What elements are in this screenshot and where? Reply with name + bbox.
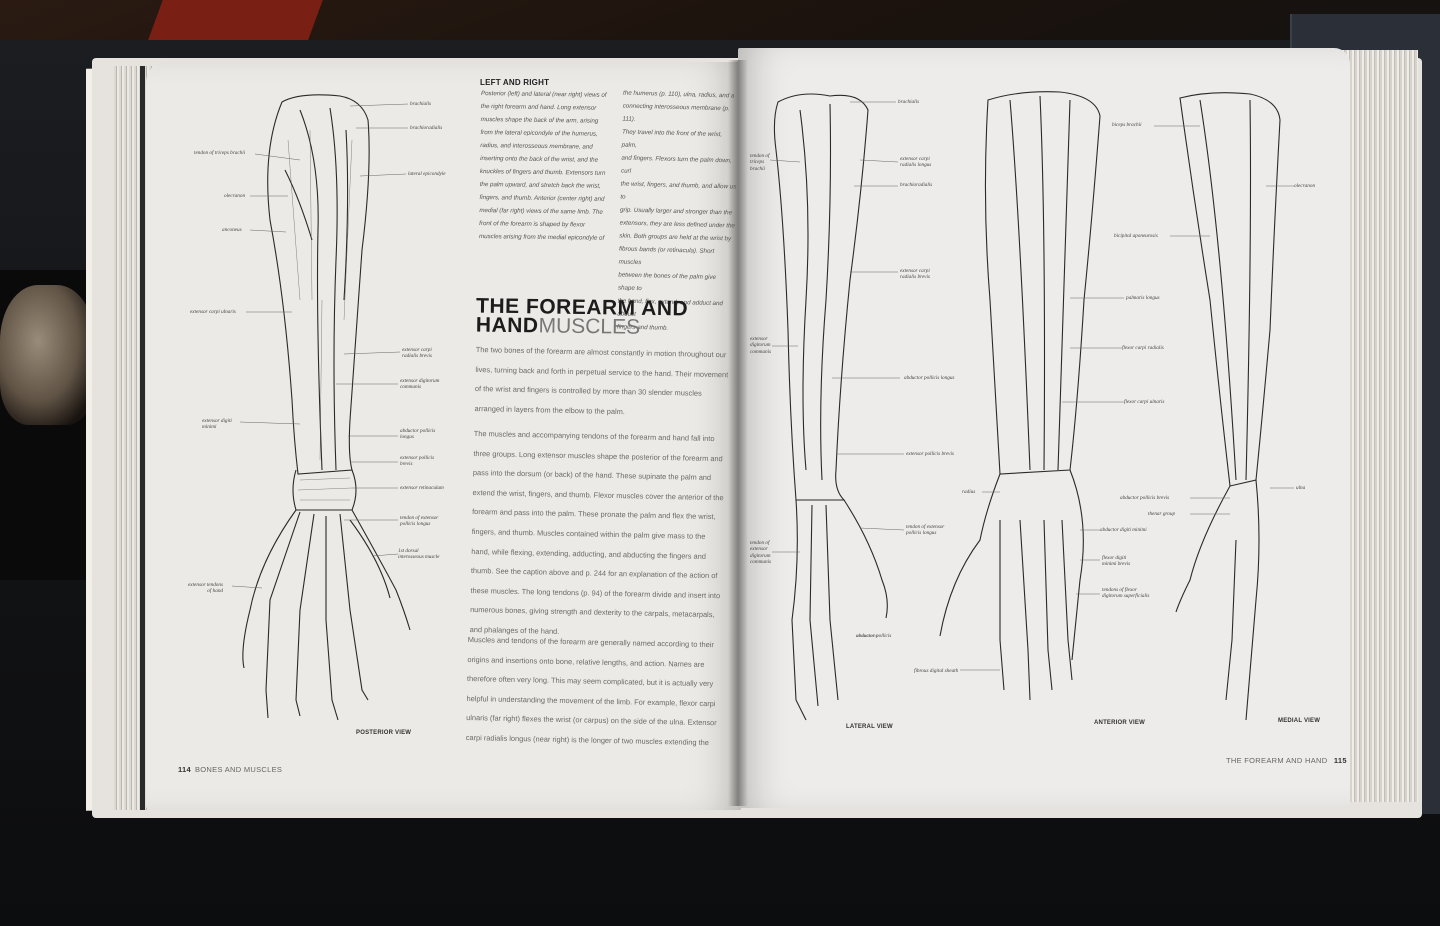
label-r-ext-carpi-rad-longus: extensor carpi radialis longus [900,156,932,169]
label-r-ext-pollicis-brevis: extensor pollicis brevis [906,451,954,457]
label-r-flexor-carpi-ulnaris: flexor carpi ulnaris [1124,399,1165,405]
label-r-flexor-digiti-minimi: flexor digiti minimi brevis [1102,555,1131,568]
left-folio: 114 BONES AND MUSCLES [178,765,282,774]
label-r-biceps: biceps brachii [1112,122,1142,128]
label-r-tendon-triceps: tendon of triceps brachii [750,153,770,172]
label-tendon-triceps: tendon of triceps brachii [194,150,246,156]
left-page-number: 114 [178,765,191,774]
body-paragraph-3: Muscles and tendons of the forearm are g… [465,634,717,748]
left-page [146,62,741,810]
label-r-olecranon: olecranon [1294,183,1316,189]
label-r-bicipital-aponeurosis: bicipital aponeurosis [1114,233,1158,239]
label-r-abd-pollicis-brevis: abductor pollicis brevis [1120,495,1170,501]
label-r-thenar: thenar group [1148,511,1176,517]
label-tendon-ext-pollicis-longus: tendon of extensor pollicis longus [400,515,439,528]
label-r-tendon-ext-pollicis-longus: tendon of extensor pollicis longus [906,524,945,537]
title-thin-muscles: MUSCLES [538,314,641,339]
label-ext-carpi-radialis-brevis: extensor carpi radialis brevis [402,347,432,360]
right-folio: THE FOREARM AND HAND 115 [1226,756,1351,765]
label-r-abd-pollicis-longus: abductor pollicis longus [904,375,955,381]
label-r-fibrous-sheath: fibrous digital sheath [914,668,959,674]
label-r-flexor-carpi-radialis: flexor carpi radialis [1122,345,1164,351]
medial-view-label: MEDIAL VIEW [1278,718,1321,724]
page-title: THE FOREARM AND HANDMUSCLES [475,295,689,339]
label-dorsal-interosseous: 1st dorsal interosseous muscle [398,548,440,561]
label-r-ext-digitorum: extensor digitorum communis [750,336,772,355]
label-ext-digiti-minimi: extensor digiti minimi [202,418,232,431]
right-page-number: 115 [1333,756,1347,765]
label-r-ext-carpi-rad-brevis: extensor carpi radialis brevis [900,268,930,281]
left-running-head: BONES AND MUSCLES [195,765,283,774]
body-paragraph-1: The two bones of the forearm are almost … [474,344,729,416]
label-r-brachioradialis: brachioradialis [900,182,933,188]
label-r-radius: radius [962,489,976,495]
label-ext-pollicis-brevis: extensor pollicis brevis [400,455,435,468]
label-ext-digitorum: extensor digitorum communis [400,378,440,391]
caption-column-1: Posterior (left) and lateral (near right… [478,90,607,242]
posterior-view-label: POSTERIOR VIEW [356,730,412,736]
label-r-brachialis: brachialis [898,99,920,105]
gutter-shadow [728,60,748,806]
title-bold-hand: HAND [475,313,539,338]
right-page-stack [1340,50,1418,802]
label-ext-carpi-ulnaris: extensor carpi ulnaris [190,309,236,315]
label-olecranon: olecranon [224,193,246,199]
label-brachialis: brachialis [410,101,432,107]
anterior-view-label: ANTERIOR VIEW [1094,720,1145,726]
label-abd-pollicis-longus: abductor pollicis longus [400,428,436,441]
label-r-abd-digiti-minimi: abductor digiti minimi [1100,527,1147,533]
label-brachioradialis: brachioradialis [410,125,443,131]
label-ext-tendons-hand: extensor tendons of hand [188,582,224,595]
lateral-view-label: LATERAL VIEW [846,724,893,730]
label-anconeus: anconeus [222,227,242,233]
label-r-palmaris-longus: palmaris longus [1126,295,1160,301]
label-lateral-epicondyle: lateral epicondyle [408,171,446,177]
label-r-ulna: ulna [1296,485,1306,491]
body-paragraph-2: The muscles and accompanying tendons of … [469,428,724,636]
label-r-tendons-flexor-dig-sup: tendons of flexor digitorum superficiali… [1102,587,1150,600]
figurine [0,285,95,425]
label-r-abd-pollicis: abductor pollicis [856,633,892,639]
label-ext-retinaculum: extensor retinaculum [400,485,444,491]
right-running-head: THE FOREARM AND HAND [1226,756,1328,765]
label-r-tendon-ext-digitorum: tendon of extensor digitorum communis [750,540,772,566]
caption-heading: LEFT AND RIGHT [480,78,550,87]
